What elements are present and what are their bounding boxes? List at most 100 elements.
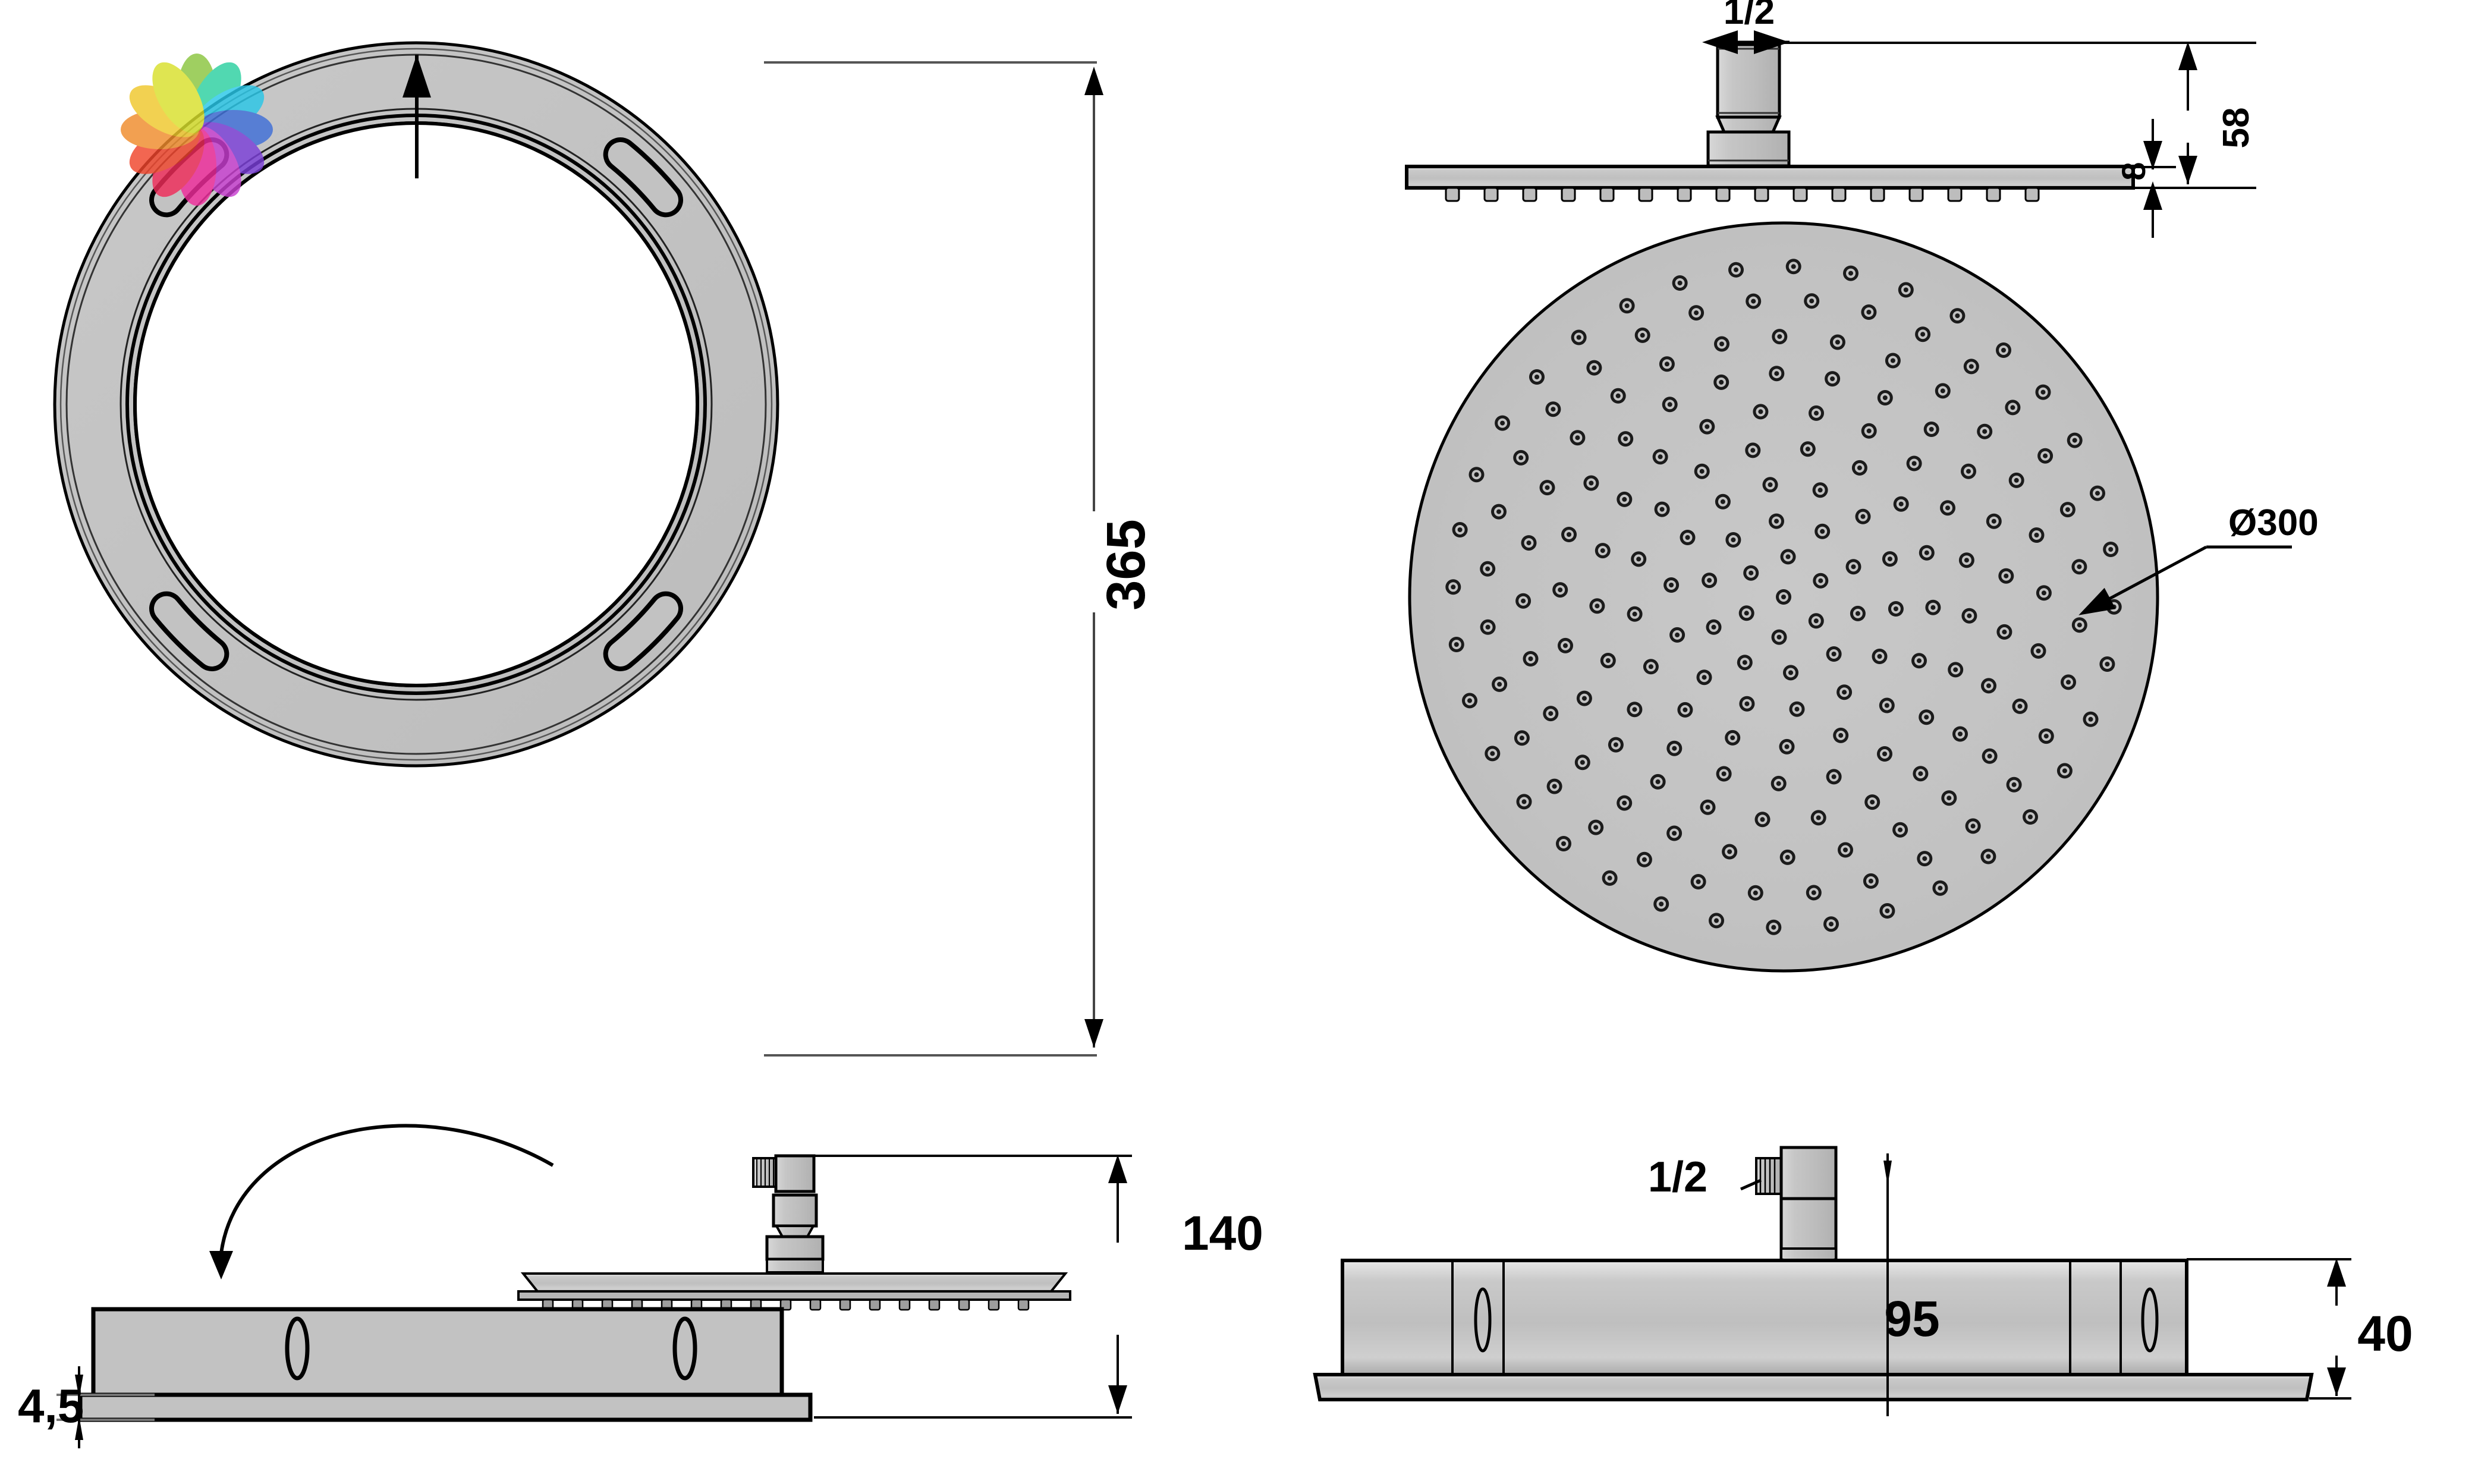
nozzle <box>1653 896 1669 912</box>
assembly-curved-arrow-head <box>209 1251 233 1279</box>
dim-label-diameter-300: Ø300 <box>2228 502 2319 543</box>
nozzle <box>1619 298 1635 314</box>
dim-diameter-300 <box>2078 545 2292 615</box>
nozzle <box>1948 662 1964 678</box>
ring-side-seams <box>1451 1260 2122 1375</box>
nozzle <box>1961 608 1977 624</box>
nozzle <box>1713 374 1729 390</box>
nozzle <box>1608 737 1624 753</box>
nozzle <box>1919 709 1935 725</box>
nozzle <box>1965 818 1981 834</box>
nozzle <box>1855 508 1871 524</box>
nozzle <box>1885 353 1901 369</box>
nozzle <box>1672 275 1688 291</box>
nozzle <box>1521 535 1537 551</box>
nozzle <box>1877 746 1892 762</box>
nozzle <box>1715 493 1731 510</box>
nozzle <box>1523 651 1539 666</box>
head-nozzle-row <box>1445 187 2040 202</box>
nozzle <box>2083 711 2099 727</box>
nozzle <box>1949 308 1966 324</box>
nozzle <box>2029 527 2045 543</box>
nozzle <box>1837 684 1853 700</box>
nozzle <box>1617 795 1633 811</box>
nozzle <box>1529 369 1545 385</box>
nozzle <box>1958 552 1974 568</box>
nozzle <box>1826 646 1842 662</box>
nozzle <box>2059 502 2076 518</box>
view-ring-front <box>53 41 779 768</box>
nozzle <box>1495 415 1511 431</box>
nozzle <box>1879 697 1895 713</box>
nozzle <box>1617 491 1633 507</box>
nozzle <box>1543 706 1559 722</box>
nozzle <box>1919 545 1935 561</box>
ring-inner-circle-overlay <box>133 121 699 687</box>
nozzle <box>1556 836 1571 851</box>
ring-short-slot-inner <box>153 596 225 667</box>
nozzle <box>1861 304 1877 320</box>
nozzle <box>1838 842 1853 858</box>
nozzle <box>1882 551 1898 567</box>
ring-side-hole-left <box>1474 1287 1492 1353</box>
nozzle <box>1815 523 1831 539</box>
nozzle <box>1771 775 1787 791</box>
ring-outer-chamfer <box>59 48 773 761</box>
nozzle <box>1826 769 1842 785</box>
dim-label-95: 95 <box>1884 1291 1939 1347</box>
nozzle <box>1634 327 1650 343</box>
dim-label-40: 40 <box>2357 1306 2413 1362</box>
nozzle <box>1586 360 1602 376</box>
nozzle <box>1776 589 1791 605</box>
ring-short-slot-inner <box>608 142 679 213</box>
nozzle <box>1706 619 1722 635</box>
nozzle <box>1576 690 1592 706</box>
nozzle <box>1714 336 1729 352</box>
nozzle <box>1448 637 1464 652</box>
nozzle <box>1514 730 1530 746</box>
nozzle <box>1861 423 1877 439</box>
nozzle <box>1952 726 1968 742</box>
nozzle <box>2071 559 2087 575</box>
nozzle <box>1546 778 1562 794</box>
nozzle <box>1898 282 1914 298</box>
nozzle <box>1996 624 2012 640</box>
dim-300-leader <box>2078 545 2207 615</box>
nozzle <box>2056 763 2073 779</box>
nozzle <box>1981 678 1996 694</box>
ring-side-body <box>1341 1259 2188 1376</box>
nozzle <box>1627 606 1643 622</box>
nozzle <box>1728 262 1744 278</box>
assembly-thread-lines <box>756 1158 774 1187</box>
dimension-40 <box>2187 1258 2351 1400</box>
nozzle <box>1725 730 1741 746</box>
ring-side-flange <box>1313 1373 2314 1401</box>
nozzle <box>2103 542 2119 557</box>
nozzle <box>2106 599 2122 615</box>
nozzle <box>1666 740 1683 756</box>
ring-section-flange <box>78 1392 813 1422</box>
dimension-365 <box>764 61 1103 1057</box>
nozzle <box>1561 527 1577 542</box>
ring-inlet-elbow <box>1779 1146 1838 1200</box>
nozzle <box>1643 659 1659 675</box>
nozzle <box>1669 627 1685 643</box>
nozzle <box>1739 696 1755 712</box>
nozzle <box>2006 776 2022 793</box>
nozzle <box>1709 913 1724 929</box>
nozzle <box>2035 384 2051 400</box>
dim-label-140: 140 <box>1182 1206 1263 1260</box>
nozzle <box>1722 844 1738 860</box>
nozzle <box>1915 326 1931 342</box>
nozzle <box>1652 449 1668 465</box>
nozzle <box>2061 674 2076 690</box>
nozzle <box>2008 472 2024 488</box>
logo-petal <box>152 62 205 133</box>
nozzle <box>2090 485 2105 501</box>
nozzle <box>1779 849 1795 865</box>
nozzle <box>1772 329 1788 345</box>
dim-45-arrow-bot <box>75 1416 83 1440</box>
nozzle <box>1980 848 1996 864</box>
